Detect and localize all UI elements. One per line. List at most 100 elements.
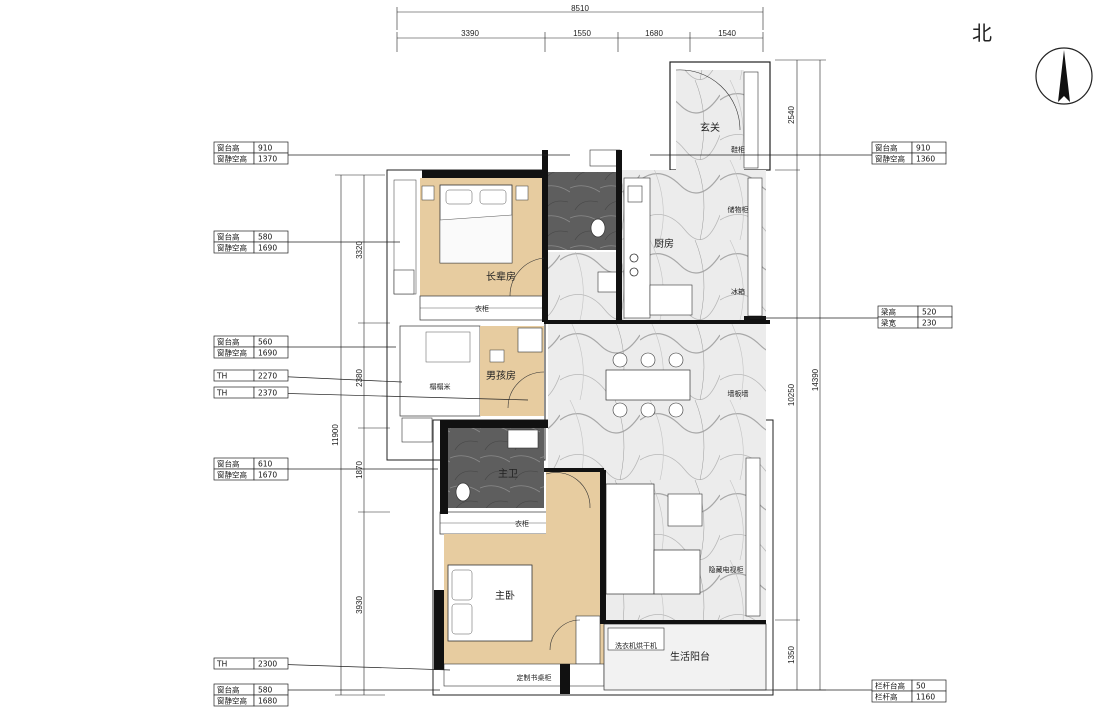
master-pillow-icon [451, 569, 473, 601]
stove-icon-2 [629, 267, 639, 277]
tatami-bed [425, 331, 471, 363]
washbasin-icon [597, 271, 619, 293]
entry-floor [676, 70, 744, 170]
nightstand-icon-2 [515, 185, 529, 201]
tag-key: 窗台高 [217, 337, 240, 347]
tag-value: 2370 [258, 389, 277, 398]
dim-left-total: 11900 [331, 424, 340, 446]
tag-value: 520 [922, 308, 937, 317]
tag-value: 50 [916, 682, 926, 691]
label-dryer: 洗衣机烘干机 [615, 641, 657, 650]
room-boys: 男孩房 [486, 369, 516, 382]
tag-key: 窗台高 [217, 459, 240, 469]
sofa-chaise [653, 549, 701, 595]
room-master: 主卧 [495, 589, 515, 602]
dim-top-total: 8510 [571, 4, 589, 13]
tag-key: 窗台高 [875, 143, 898, 153]
dim-left-seg-3: 1870 [355, 461, 364, 479]
left-dimensions [335, 174, 390, 696]
dim-right-outer: 14390 [811, 368, 820, 391]
master-pillow-icon-2 [451, 603, 473, 635]
tag-box: 栏杆台高 50 栏杆高 1160 [871, 679, 947, 703]
corridor-floor [548, 322, 604, 470]
desk-icon [393, 269, 415, 295]
room-balcony: 生活阳台 [670, 650, 710, 663]
elder-bed-blanket [439, 214, 513, 264]
label-storage: 储物柜 [728, 205, 749, 214]
dim-top-seg-1: 3390 [461, 29, 479, 38]
pillow-icon [445, 189, 473, 205]
basin-icon [589, 149, 621, 167]
main-bath-toilet-icon [455, 482, 471, 502]
tag-key: 窗静空高 [217, 154, 247, 164]
tag-value: 1360 [916, 155, 935, 164]
label-fridge: 冰箱 [731, 287, 745, 296]
label-tatami: 榻榻米 [430, 382, 451, 391]
tv-cabinet [745, 457, 761, 617]
tag-value: 1690 [258, 244, 277, 253]
sink-icon [627, 185, 643, 203]
tag-key: TH [216, 660, 227, 669]
label-wardrobe-2: 衣柜 [515, 519, 529, 528]
tag-key: 窗静空高 [217, 696, 247, 706]
label-wall-board: 墙板墙 [728, 389, 749, 398]
tag-key: 梁宽 [881, 318, 896, 328]
dim-top-seg-3: 1680 [645, 29, 663, 38]
tag-key: 栏杆高 [875, 692, 898, 702]
room-entry: 玄关 [700, 121, 720, 134]
label-shoe-cabinet: 鞋柜 [731, 145, 745, 154]
storage-cabinet [747, 177, 763, 317]
dining-table [605, 369, 691, 401]
label-tv-wall: 隐藏电视柜 [709, 565, 744, 574]
tag-key: 窗静空高 [217, 470, 247, 480]
tag-value: 910 [916, 144, 931, 153]
toilet-icon [590, 218, 606, 238]
tag-key: TH [216, 389, 227, 398]
dining-chairs [612, 352, 684, 418]
room-elder: 长辈房 [486, 270, 516, 283]
boys-cabinet [517, 327, 543, 353]
room-kitchen: 厨房 [654, 237, 674, 250]
tag-key: 窗台高 [217, 232, 240, 242]
dim-top-seg-4: 1540 [718, 29, 736, 38]
north-label: 北 [972, 21, 992, 45]
master-entry-floor [546, 470, 604, 534]
north-arrow-icon [1058, 50, 1070, 102]
tag-key: 窗静空高 [217, 243, 247, 253]
tag-value: 1160 [916, 693, 935, 702]
tag-box: 窗台高 910 窗静空高 1360 [871, 141, 947, 165]
chair-icon [489, 349, 505, 363]
tag-key: 栏杆台高 [875, 681, 905, 691]
tag-key: 窗静空高 [875, 154, 905, 164]
tag-value: 610 [258, 460, 273, 469]
tag-key: 窗静空高 [217, 348, 247, 358]
tag-value: 1370 [258, 155, 277, 164]
coffee-table [667, 493, 703, 527]
label-wardrobe-1: 衣柜 [475, 304, 489, 313]
dim-right-top: 2540 [787, 106, 796, 124]
leader-lines [269, 154, 878, 691]
tag-value: 2270 [258, 372, 277, 381]
entry-door-swing [675, 69, 741, 131]
tag-value: 910 [258, 144, 273, 153]
shoe-cabinet [743, 71, 759, 169]
nightstand-icon [421, 185, 435, 201]
main-bath-basin [507, 429, 539, 449]
dryer-unit [607, 627, 665, 651]
tag-key: 梁高 [881, 307, 896, 317]
tag-value: 580 [258, 686, 273, 695]
pillow-icon-2 [479, 189, 507, 205]
tag-value: 560 [258, 338, 273, 347]
label-custom-cabinet: 定制书桌柜 [517, 673, 552, 682]
dim-right-inner: 10250 [787, 383, 796, 406]
dim-left-seg-2: 2380 [355, 369, 364, 387]
